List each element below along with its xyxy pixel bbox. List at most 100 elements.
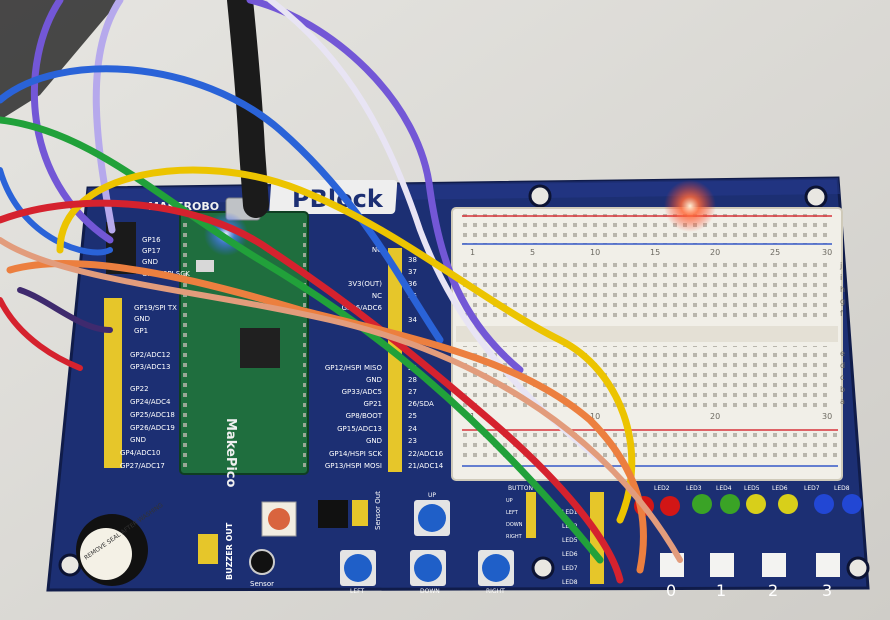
wire-orange — [6, 260, 647, 574]
button-left[interactable] — [344, 554, 372, 582]
pin-label: GP21 — [363, 400, 382, 408]
led-yellow — [746, 494, 766, 514]
row-letter: g — [840, 297, 845, 306]
button-down[interactable] — [414, 554, 442, 582]
column-number: 1 — [470, 248, 475, 257]
pin-label: GND — [366, 376, 382, 384]
rgb-led — [762, 553, 786, 577]
wire-salmon — [0, 237, 683, 563]
pin-number: 37 — [408, 268, 417, 276]
pin-label: GP19/SPI TX — [134, 304, 177, 312]
wire-purple — [246, 0, 524, 374]
row-letter: i — [840, 273, 842, 282]
pin-label: GP4/ADC10 — [120, 449, 160, 457]
pin-number: 38 — [408, 256, 417, 264]
row-letter: c — [840, 373, 844, 382]
led-label: LED3 — [686, 485, 702, 492]
led-yellow — [778, 494, 798, 514]
row-letter: b — [840, 385, 845, 394]
row-letter: d — [840, 361, 845, 370]
rgb-led — [816, 553, 840, 577]
wire-white — [267, 0, 603, 463]
led-green — [692, 494, 712, 514]
sensor-out-label: Sensor Out — [374, 491, 382, 530]
button-up[interactable] — [418, 504, 446, 532]
pin-label: GP26/ADC19 — [130, 424, 175, 432]
pin-number: 22/ADC16 — [408, 450, 444, 458]
pin-label: GP22 — [130, 385, 149, 393]
led-green — [720, 494, 740, 514]
pin-label: GND — [134, 315, 150, 323]
column-number: 25 — [770, 248, 780, 257]
led-side-label: LED8 — [562, 579, 578, 586]
wire-red — [0, 199, 624, 584]
led-side-label: LED1 — [562, 509, 578, 516]
jumper-wires — [0, 0, 683, 584]
pin-label: GP33/ADC5 — [342, 388, 382, 396]
pin-label: GP36/ADC6 — [342, 304, 383, 312]
pin-label: GP13/HSPI MOSI — [325, 462, 382, 470]
led-label: LED7 — [804, 485, 820, 492]
pin-label: GP1 — [134, 327, 148, 335]
button-down-label: DOWN — [420, 588, 440, 595]
button-pin-label: UP — [506, 498, 513, 504]
column-number: 20 — [710, 412, 720, 421]
led-red — [660, 496, 680, 516]
column-number: 10 — [590, 248, 600, 257]
pin-label: GP25/ADC18 — [130, 411, 175, 419]
button-right-label: RIGHT — [486, 588, 505, 595]
pin-number: 24 — [408, 425, 417, 433]
power-led-glow — [664, 180, 716, 232]
button-pin-label: RIGHT — [506, 534, 523, 540]
column-number: 10 — [590, 412, 600, 421]
button-up-label: UP — [428, 492, 436, 499]
push-buttons: UP LEFT DOWN RIGHT BUTTON UP LEFT DOWN R… — [340, 485, 536, 595]
pico-label: MakePico — [223, 418, 238, 488]
led-label: LED6 — [772, 485, 788, 492]
breadboard: 1 5 10 15 20 25 30 1 10 20 30 j i h g f … — [451, 207, 845, 481]
row-letter: f — [840, 309, 843, 318]
dark-object — [0, 0, 120, 120]
pin-label: GND — [130, 436, 146, 444]
button-right[interactable] — [482, 554, 510, 582]
led-label: LED5 — [744, 485, 760, 492]
wire-green — [0, 116, 604, 564]
rgb-number: 2 — [768, 581, 778, 600]
pin-number: 27 — [408, 388, 417, 396]
sensor-area: Sensor Sensor Out — [249, 491, 382, 588]
wire-blue — [0, 65, 444, 344]
column-number: 15 — [650, 248, 660, 257]
row-letter: a — [840, 397, 845, 406]
pin-number: 26/SDA — [408, 400, 434, 408]
led-blue — [814, 494, 834, 514]
pin-number: 23 — [408, 437, 417, 445]
led-label: LED8 — [834, 485, 850, 492]
buzzer-out-label: BUZZER OUT — [225, 522, 234, 580]
pin-label: GND — [142, 258, 158, 266]
usb-cable — [227, 0, 269, 218]
pin-label: GP2/ADC12 — [130, 351, 170, 359]
pin-number: 36 — [408, 280, 417, 288]
button-pin-label: DOWN — [506, 522, 523, 528]
led-side-label: LED7 — [562, 565, 578, 572]
button-left-label: LEFT — [350, 588, 364, 595]
rp2040-chip — [240, 328, 280, 368]
pin-label: NC — [372, 246, 382, 254]
wire-purple — [30, 0, 114, 244]
rgb-led — [710, 553, 734, 577]
led-label: LED4 — [716, 485, 732, 492]
column-number: 5 — [530, 248, 535, 257]
led-blue — [842, 494, 862, 514]
led-side-label: LED5 — [562, 537, 578, 544]
pin-number: 25 — [408, 412, 417, 420]
led-side-label: LED6 — [562, 551, 578, 558]
row-letter: e — [840, 349, 845, 358]
pin-label: 3V3(OUT) — [348, 280, 382, 288]
pin-label: GP15/ADC13 — [337, 425, 382, 433]
pin-label: GP8/BOOT — [346, 412, 383, 420]
column-number: 20 — [710, 248, 720, 257]
pin-number: 34 — [408, 316, 417, 324]
right-header: NC 3V3(OUT) NC GP36/ADC6 GP12/HSPI MISO … — [325, 246, 444, 472]
pin-label: GP27/ADC17 — [120, 462, 165, 470]
